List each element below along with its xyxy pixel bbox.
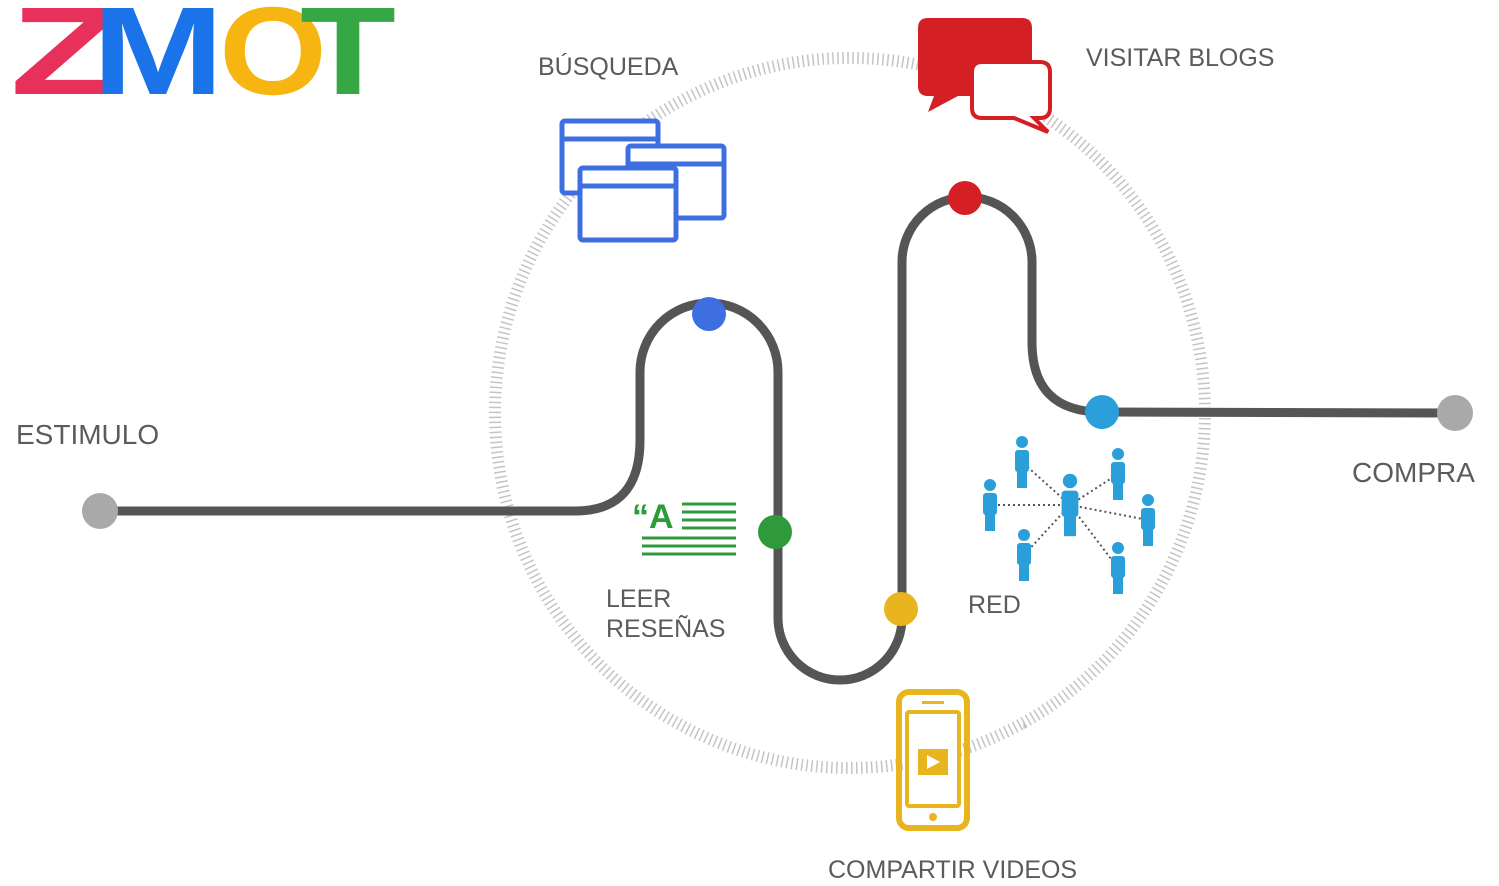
logo-letter-z: Z xyxy=(10,0,122,121)
network-touchpoint xyxy=(1085,395,1119,429)
start-point xyxy=(82,493,118,529)
person-icon xyxy=(1111,542,1125,594)
person-icon xyxy=(1015,436,1029,488)
blogs-touchpoint xyxy=(948,181,982,215)
end-point xyxy=(1437,395,1473,431)
logo-letter-m: M xyxy=(92,0,224,121)
label-visitar-blogs: VISITAR BLOGS xyxy=(1086,44,1274,72)
browser-windows-icon xyxy=(559,118,727,243)
person-icon xyxy=(1061,473,1079,537)
label-compartir-videos: COMPARTIR VIDEOS xyxy=(828,856,1077,884)
label-busqueda: BÚSQUEDA xyxy=(538,52,679,81)
chat-bubbles-icon xyxy=(918,18,1052,134)
label-compra: COMPRA xyxy=(1352,457,1475,488)
reviews-touchpoint xyxy=(758,515,792,549)
logo-letter-o: O xyxy=(219,0,327,121)
review-text-icon: “A xyxy=(632,498,736,556)
network-people-icon xyxy=(983,436,1155,594)
search-touchpoint xyxy=(692,297,726,331)
zmot-logo: Z M O T xyxy=(10,0,396,121)
videos-touchpoint xyxy=(884,592,918,626)
review-quote-glyph: “A xyxy=(632,498,674,536)
person-icon xyxy=(1141,494,1155,546)
person-icon xyxy=(983,479,997,531)
label-estimulo: ESTIMULO xyxy=(16,419,159,450)
smartphone-video-icon xyxy=(896,689,970,831)
network-link xyxy=(1069,504,1119,569)
label-resenas: RESEÑAS xyxy=(606,614,725,643)
person-icon xyxy=(1111,448,1125,500)
journey-path xyxy=(95,192,1460,685)
network-link xyxy=(1069,504,1149,521)
label-red: RED xyxy=(968,591,1021,619)
logo-letter-t: T xyxy=(300,0,396,121)
person-icon xyxy=(1017,529,1031,581)
label-leer: LEER xyxy=(606,585,671,613)
